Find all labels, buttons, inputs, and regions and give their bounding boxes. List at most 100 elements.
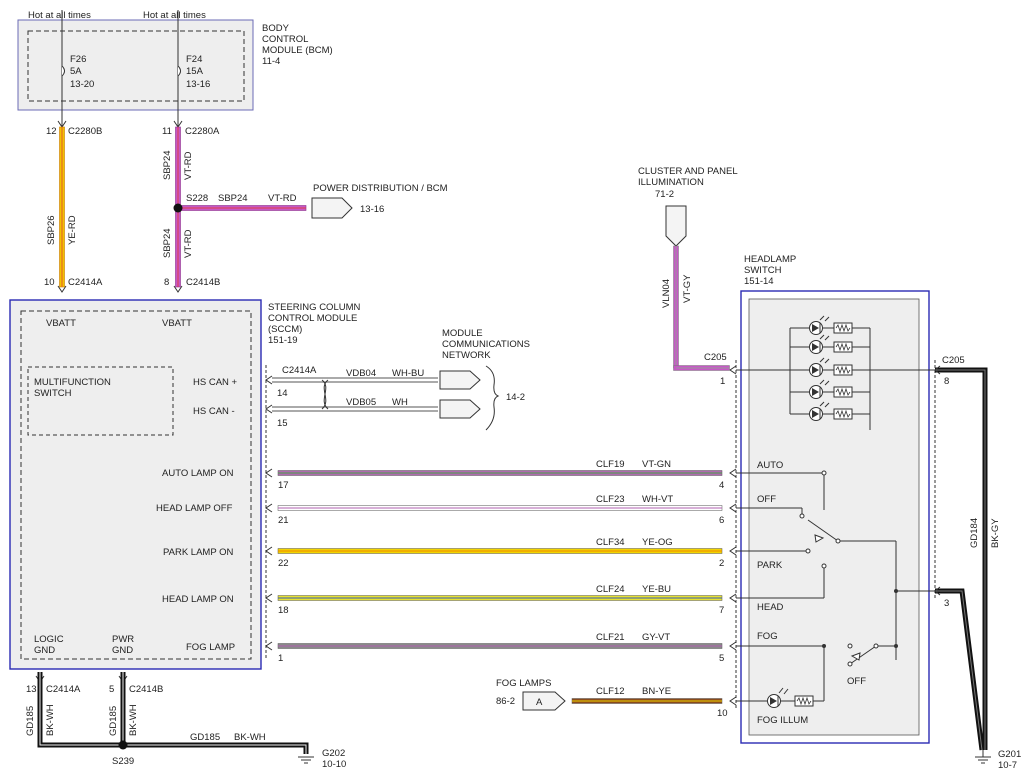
network-pin-15: 15	[277, 418, 288, 429]
fuse-f24-amps: 15A	[186, 66, 204, 77]
clf23-code: CLF23	[596, 494, 625, 505]
clf12-color: BN-YE	[642, 686, 671, 697]
led-bulb-icon	[809, 357, 853, 377]
switch-off-2: OFF	[847, 676, 866, 687]
vbatt-1: VBATT	[46, 318, 76, 329]
clf24-pin-right: 7	[719, 605, 724, 616]
multifunction-switch-label-1: MULTIFUNCTION	[34, 377, 111, 388]
fog-lamps-title: FOG LAMPS	[496, 678, 551, 689]
c2414b-top-label: C2414B	[186, 277, 220, 288]
clf12-code: CLF12	[596, 686, 625, 697]
sccm-inner-dashed	[20, 310, 252, 660]
gd185-label-b: GD185	[108, 706, 119, 736]
clf21-color: GY-VT	[642, 632, 670, 643]
sbp26-label: SBP26	[46, 215, 57, 245]
clf34-color: YE-OG	[642, 537, 673, 548]
switch-head: HEAD	[757, 602, 784, 613]
led-bulb-icon	[809, 334, 853, 354]
power-dist-label: POWER DISTRIBUTION / BCM	[313, 183, 448, 194]
clf34-code: CLF34	[596, 537, 625, 548]
sbp24-horizontal-label: SBP24	[218, 193, 248, 204]
clf34-pin-left: 22	[278, 558, 289, 569]
clf24-color: YE-BU	[642, 584, 671, 595]
led-bulb-icon	[809, 379, 853, 399]
ye-rd-label: YE-RD	[67, 215, 78, 245]
fog-lamp: FOG LAMP	[186, 642, 235, 653]
fuse-f26-icon	[61, 65, 65, 77]
clf23-color: WH-VT	[642, 494, 673, 505]
led-bulb-icon	[809, 401, 853, 421]
sbp24-label-bottom: SBP24	[162, 228, 173, 258]
sccm-title-3: (SCCM)	[268, 324, 302, 335]
fog-lamps-connector-icon	[522, 691, 566, 711]
wh-label: WH	[392, 397, 408, 408]
network-title-3: NETWORK	[442, 350, 491, 361]
power-dist-arrow	[311, 197, 353, 219]
clf34-pin-right: 2	[719, 558, 724, 569]
fuse-f24-icon	[177, 65, 181, 77]
c205-pin-3: 3	[944, 598, 949, 609]
splice-s239	[118, 740, 128, 750]
fog-illum-label: FOG ILLUM	[757, 715, 808, 726]
vdb04-label: VDB04	[346, 368, 376, 379]
fuse-f26-amps: 5A	[70, 66, 82, 77]
bcm-title-3: MODULE (BCM)	[262, 45, 333, 56]
vt-rd-horizontal-label: VT-RD	[268, 193, 297, 204]
switch-auto: AUTO	[757, 460, 783, 471]
gd185-horizontal: GD185	[190, 732, 220, 743]
bcm-title-2: CONTROL	[262, 34, 308, 45]
network-title-2: COMMUNICATIONS	[442, 339, 530, 350]
bk-wh-horizontal: BK-WH	[234, 732, 266, 743]
ground-c2414a: C2414A	[46, 684, 81, 695]
pin-8: 8	[164, 277, 169, 288]
bk-wh-label-a: BK-WH	[45, 704, 56, 736]
c205-right-label: C205	[942, 355, 965, 366]
vt-rd-label-top: VT-RD	[183, 151, 194, 180]
clf21-pin-left: 1	[278, 653, 283, 664]
hot-at-all-times-right: Hot at all times	[143, 10, 206, 21]
head-lamp-off: HEAD LAMP OFF	[156, 503, 233, 514]
clf24-pin-left: 18	[278, 605, 289, 616]
switch-fog: FOG	[757, 631, 778, 642]
vln04-label: VLN04	[661, 279, 672, 308]
logic-gnd-2: GND	[34, 645, 55, 656]
c205-pin-1: 1	[720, 376, 725, 387]
park-lamp-on: PARK LAMP ON	[163, 547, 234, 558]
pin-12: 12	[46, 126, 57, 137]
network-title-1: MODULE	[442, 328, 483, 339]
vbatt-2: VBATT	[162, 318, 192, 329]
g201-ref: 10-7	[998, 760, 1017, 771]
multifunction-switch-box	[27, 366, 174, 436]
ground-g201-icon	[975, 750, 991, 764]
network-pin-14: 14	[277, 388, 288, 399]
c205-pin-8: 8	[944, 376, 949, 387]
sbp24-label-top: SBP24	[162, 150, 173, 180]
headlamp-title-2: SWITCH	[744, 265, 782, 276]
clf19-pin-right: 4	[719, 480, 724, 491]
g201-label: G201	[998, 749, 1021, 760]
ground-c2414b: C2414B	[129, 684, 163, 695]
g202-ref: 10-10	[322, 759, 346, 770]
pin-10: 10	[44, 277, 55, 288]
hs-can-minus: HS CAN -	[193, 406, 235, 417]
bulb-group	[809, 315, 853, 421]
hot-at-all-times-left: Hot at all times	[28, 10, 91, 21]
g202-label: G202	[322, 748, 345, 759]
bcm-inner-dashed	[27, 30, 245, 102]
c2280b-label: C2280B	[68, 126, 102, 137]
sccm-title-4: 151-19	[268, 335, 298, 346]
cluster-ref: 71-2	[655, 189, 674, 200]
network-c2414a: C2414A	[282, 365, 317, 376]
c2414a-top-label: C2414A	[68, 277, 103, 288]
network-arrow-1	[439, 370, 481, 390]
s228-label: S228	[186, 193, 208, 204]
fog-lamps-ref: 86-2	[496, 696, 515, 707]
pwr-gnd-2: GND	[112, 645, 133, 656]
clf19-code: CLF19	[596, 459, 625, 470]
clf24-code: CLF24	[596, 584, 625, 595]
gd185-label-a: GD185	[25, 706, 36, 736]
bcm-title-4: 11-4	[262, 56, 280, 67]
vt-rd-label-bottom: VT-RD	[183, 229, 194, 258]
clf21-pin-right: 5	[719, 653, 724, 664]
